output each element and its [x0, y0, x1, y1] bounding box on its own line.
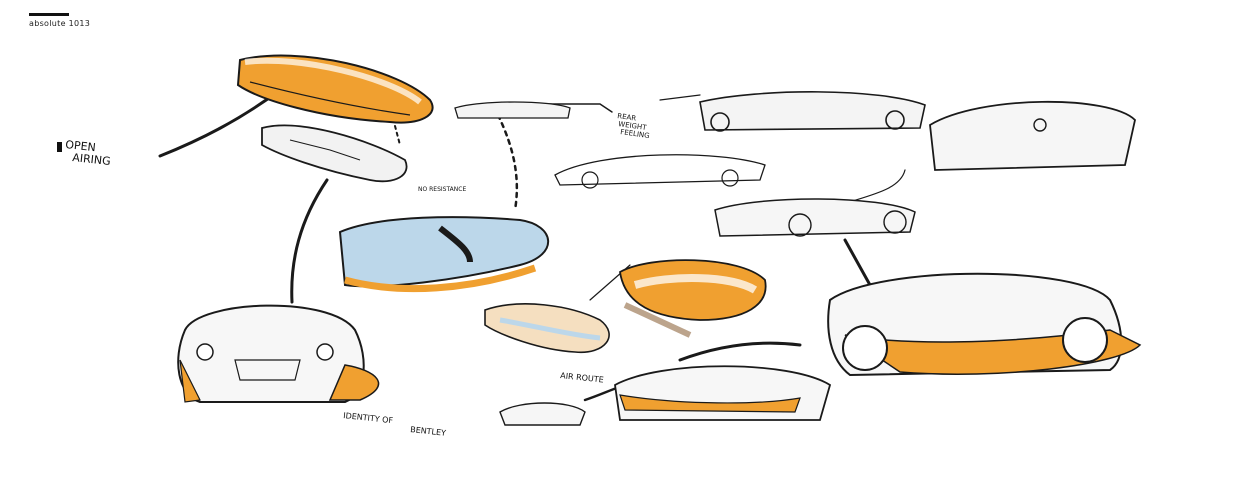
connector-to-front-car [290, 178, 329, 304]
sketch-air-route-car [484, 303, 610, 353]
sketch-front-car [177, 304, 380, 403]
label-identity-2: BENTLEY [410, 425, 447, 438]
label-open-airing-1: OPEN [65, 138, 97, 154]
sketch-side-profile-right [699, 91, 926, 132]
sketch-hero-car [827, 272, 1142, 377]
header-rule [29, 13, 69, 16]
connector-dashed-b [496, 113, 519, 212]
page-code: absolute 1013 [29, 19, 91, 28]
connector-dashed-a [394, 125, 401, 146]
sketch-capsule-top [236, 54, 434, 124]
connector-rear-weight [539, 103, 613, 113]
sketch-blue-speedster [338, 216, 550, 293]
label-no-resistance: NO RESISTANCE [418, 186, 466, 193]
label-open-airing-2: AIRING [72, 151, 112, 168]
sketch-cockpit [619, 259, 767, 338]
connector-open-airing [158, 88, 282, 158]
sketch-side-profile-top [454, 101, 766, 189]
sketch-bottom-three-quarter [614, 365, 832, 421]
connector-bottom-right [678, 341, 802, 362]
connector-to-big-car [843, 238, 872, 287]
sketch-speedster-side [714, 198, 916, 237]
sketch-bottom-front [499, 402, 586, 426]
label-identity-1: IDENTITY OF [343, 411, 394, 425]
sketch-capsule-grey [261, 124, 408, 183]
sketch-rear-view-right [929, 100, 1136, 171]
connector-top-right [659, 94, 701, 101]
label-air-route: AIR ROUTE [560, 371, 604, 385]
label-rear-weight-1: REAR [617, 112, 637, 123]
label-rear-weight-2: WEIGHT [618, 120, 648, 132]
